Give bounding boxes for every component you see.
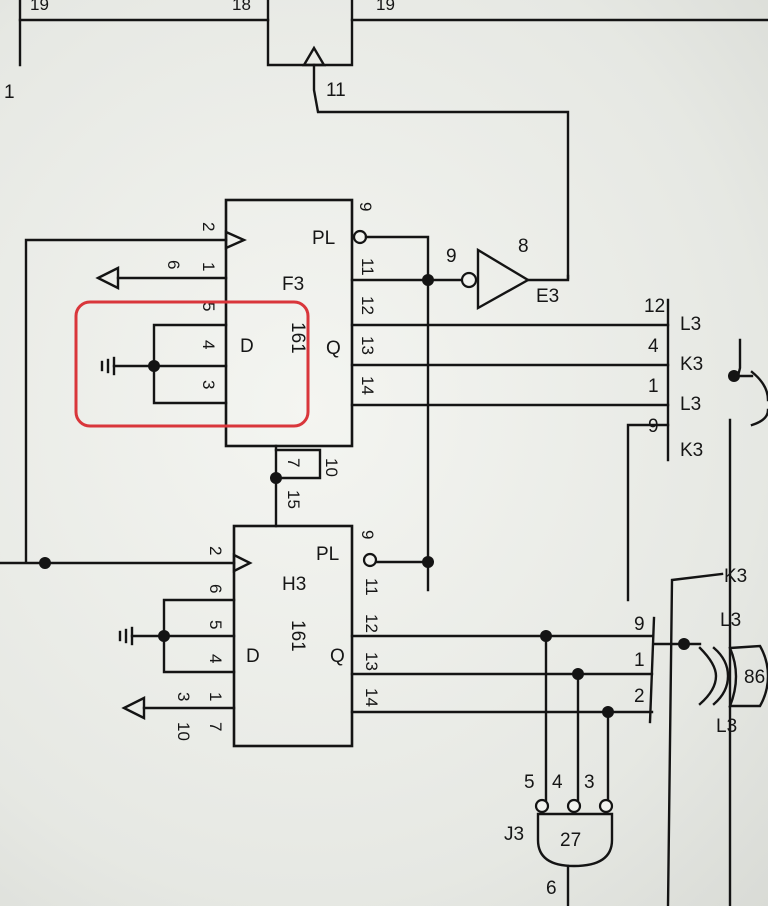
- f3-pin-clk: 2: [199, 222, 218, 231]
- ru-label-k3-a: K3: [680, 354, 703, 375]
- top-fragment: 19 18 19 1 11: [4, 0, 768, 280]
- f3-body: [224, 198, 354, 448]
- e3-name: E3: [536, 286, 559, 307]
- top-clock-pin: 11: [326, 80, 346, 101]
- rl-label-k3: K3: [724, 566, 747, 587]
- rl-label-l3-bottom: L3: [716, 716, 737, 737]
- f3-pin-11: 11: [358, 258, 377, 276]
- h3-d-label: D: [246, 646, 260, 667]
- e3-triangle: [476, 247, 531, 311]
- top-pin-mid: 18: [232, 0, 251, 14]
- f3-wiring: [24, 229, 670, 592]
- f3-pin-14: 14: [358, 376, 377, 395]
- f3-pl-bubble: [352, 229, 368, 245]
- f3-out-triangle: [95, 266, 120, 290]
- e3-out-pin: 8: [518, 236, 529, 257]
- h3-pin-4: 4: [206, 654, 225, 663]
- f3-pl-label: PL: [312, 228, 335, 249]
- j3-bubble-5: [534, 798, 550, 814]
- h3-pin-clk: 2: [206, 546, 225, 555]
- h3-pin-1: 1: [206, 692, 225, 701]
- h3-part: 161: [287, 620, 308, 652]
- h3-clock-triangle: [232, 553, 253, 573]
- top-clock-triangle: [301, 45, 327, 67]
- right-upper-connector: 12 4 1 9 L3 K3 L3 K3: [626, 296, 768, 906]
- ru-pin-4: 4: [648, 336, 659, 357]
- f3-pin-15: 15: [284, 490, 303, 509]
- f3-q-label: Q: [326, 338, 341, 359]
- h3-name: H3: [282, 574, 306, 595]
- f3-pin-5: 5: [199, 302, 218, 311]
- f3-pin-10: 10: [322, 458, 341, 477]
- h3-pin-11: 11: [362, 578, 381, 596]
- f3-name: F3: [282, 274, 304, 295]
- ru-label-k3-b: K3: [680, 440, 703, 461]
- j3-pin-4: 4: [552, 772, 563, 793]
- h3-pin-12: 12: [362, 614, 381, 633]
- ru-label-l3-b: L3: [680, 394, 701, 415]
- h3-pin-10: 10: [174, 722, 193, 741]
- f3-pin-3: 3: [199, 380, 218, 389]
- j3-pin-3: 3: [584, 772, 595, 793]
- top-pin-left: 19: [30, 0, 49, 14]
- j3-part: 27: [560, 830, 581, 851]
- highlight-box: [74, 300, 310, 428]
- f3-d-label: D: [240, 336, 254, 357]
- ru-pin-1: 1: [648, 376, 659, 397]
- rl-gate-number: 86: [744, 667, 765, 688]
- h3-pin-5: 5: [206, 620, 225, 629]
- h3-pl-bubble: [362, 552, 378, 568]
- j3-bubble-4: [566, 798, 582, 814]
- h3-q-label: Q: [330, 646, 345, 667]
- f3-part: 161: [287, 322, 308, 354]
- h3-wiring: [0, 552, 654, 802]
- ru-pin-9: 9: [648, 416, 659, 437]
- right-lower-connector: 9 1 2 K3 L3 L3 86: [634, 566, 768, 906]
- f3-pin-4: 4: [199, 340, 218, 349]
- ru-pin-12: 12: [644, 296, 665, 317]
- f3-pin-12: 12: [358, 296, 377, 315]
- top-pin-right: 19: [376, 0, 395, 14]
- j3-name: J3: [504, 824, 524, 845]
- h3-pin-6: 6: [206, 584, 225, 593]
- h3-pin-3: 3: [174, 692, 193, 701]
- f3-pin-13: 13: [358, 336, 377, 355]
- ru-label-l3-a: L3: [680, 314, 701, 335]
- j3-pin-5: 5: [524, 772, 535, 793]
- f3-clock-triangle: [224, 230, 247, 250]
- e3-in-pin: 9: [446, 246, 457, 267]
- h3-pin-13: 13: [362, 652, 381, 671]
- f3-pin-6: 6: [164, 260, 183, 269]
- e3-input-bubble: [460, 271, 478, 289]
- f3-pin-pl: 9: [356, 202, 375, 211]
- j3-out-pin: 6: [546, 878, 557, 899]
- h3-out-triangle: [121, 696, 146, 720]
- e3-inverter: 9 8 E3: [446, 236, 570, 311]
- j3-gate: 5 4 3 J3 27 6: [504, 772, 614, 906]
- rl-pin-1: 1: [634, 650, 645, 671]
- h3-pin-pl: 9: [358, 530, 377, 539]
- h3-pin-14: 14: [362, 688, 381, 707]
- h3-pin-7: 7: [206, 722, 225, 731]
- f3-pin-7: 7: [284, 458, 303, 467]
- h3-pl-label: PL: [316, 544, 339, 565]
- f3-counter: F3 161 PL D Q 2 1 6 5 4 3 9 11 12 13 14 …: [164, 198, 377, 509]
- j3-body: [536, 812, 614, 868]
- top-pin-far-left: 1: [4, 82, 15, 103]
- j3-bubble-3: [598, 798, 614, 814]
- rl-pin-9: 9: [634, 614, 645, 635]
- rl-pin-2: 2: [634, 686, 645, 707]
- f3-pin-1: 1: [199, 262, 218, 271]
- rl-label-l3-top: L3: [720, 610, 741, 631]
